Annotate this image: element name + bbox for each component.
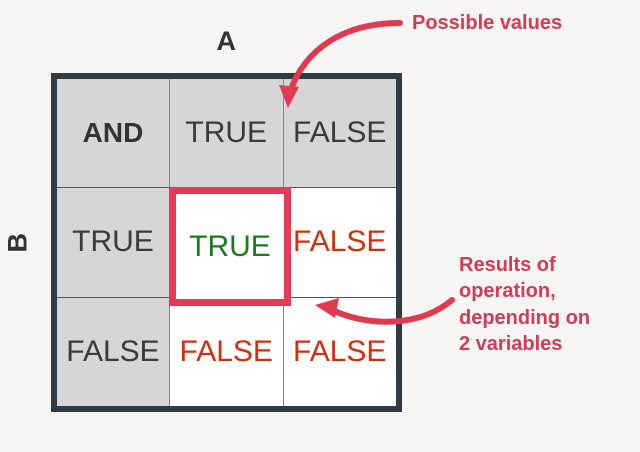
axis-label-a: A xyxy=(216,26,237,56)
annotation-possible-values: Possible values xyxy=(412,12,563,34)
table-column-header-false: FALSE xyxy=(282,79,396,187)
annotation-line: operation, xyxy=(459,280,556,303)
cell-value: FALSE xyxy=(293,334,387,368)
truth-table: AND TRUE FALSE TRUE TRUE FALSE FALSE FAL… xyxy=(51,73,402,412)
highlighted-result-cell: TRUE xyxy=(169,187,291,306)
annotation-line: Results of xyxy=(459,254,556,276)
table-cell-false-true: FALSE xyxy=(169,296,283,406)
axis-label-b: B xyxy=(2,232,33,253)
truth-table-grid: AND TRUE FALSE TRUE TRUE FALSE FALSE FAL… xyxy=(57,79,396,406)
table-column-header-true: TRUE xyxy=(169,79,283,187)
cell-value: FALSE xyxy=(293,225,387,259)
table-cell-true-false: FALSE xyxy=(282,187,396,297)
table-cell-false-false: FALSE xyxy=(282,296,396,406)
annotation-line: depending on xyxy=(459,306,591,329)
table-cell-operation: AND xyxy=(57,79,169,187)
cell-value: FALSE xyxy=(179,334,273,368)
annotation-line: 2 variables xyxy=(459,333,563,356)
annotation-results-of-operation: Results of operation, depending on 2 var… xyxy=(459,252,634,358)
highlighted-cell-value: TRUE xyxy=(189,229,271,263)
table-row-header-false: FALSE xyxy=(57,296,169,406)
table-row-header-true: TRUE xyxy=(57,187,169,297)
